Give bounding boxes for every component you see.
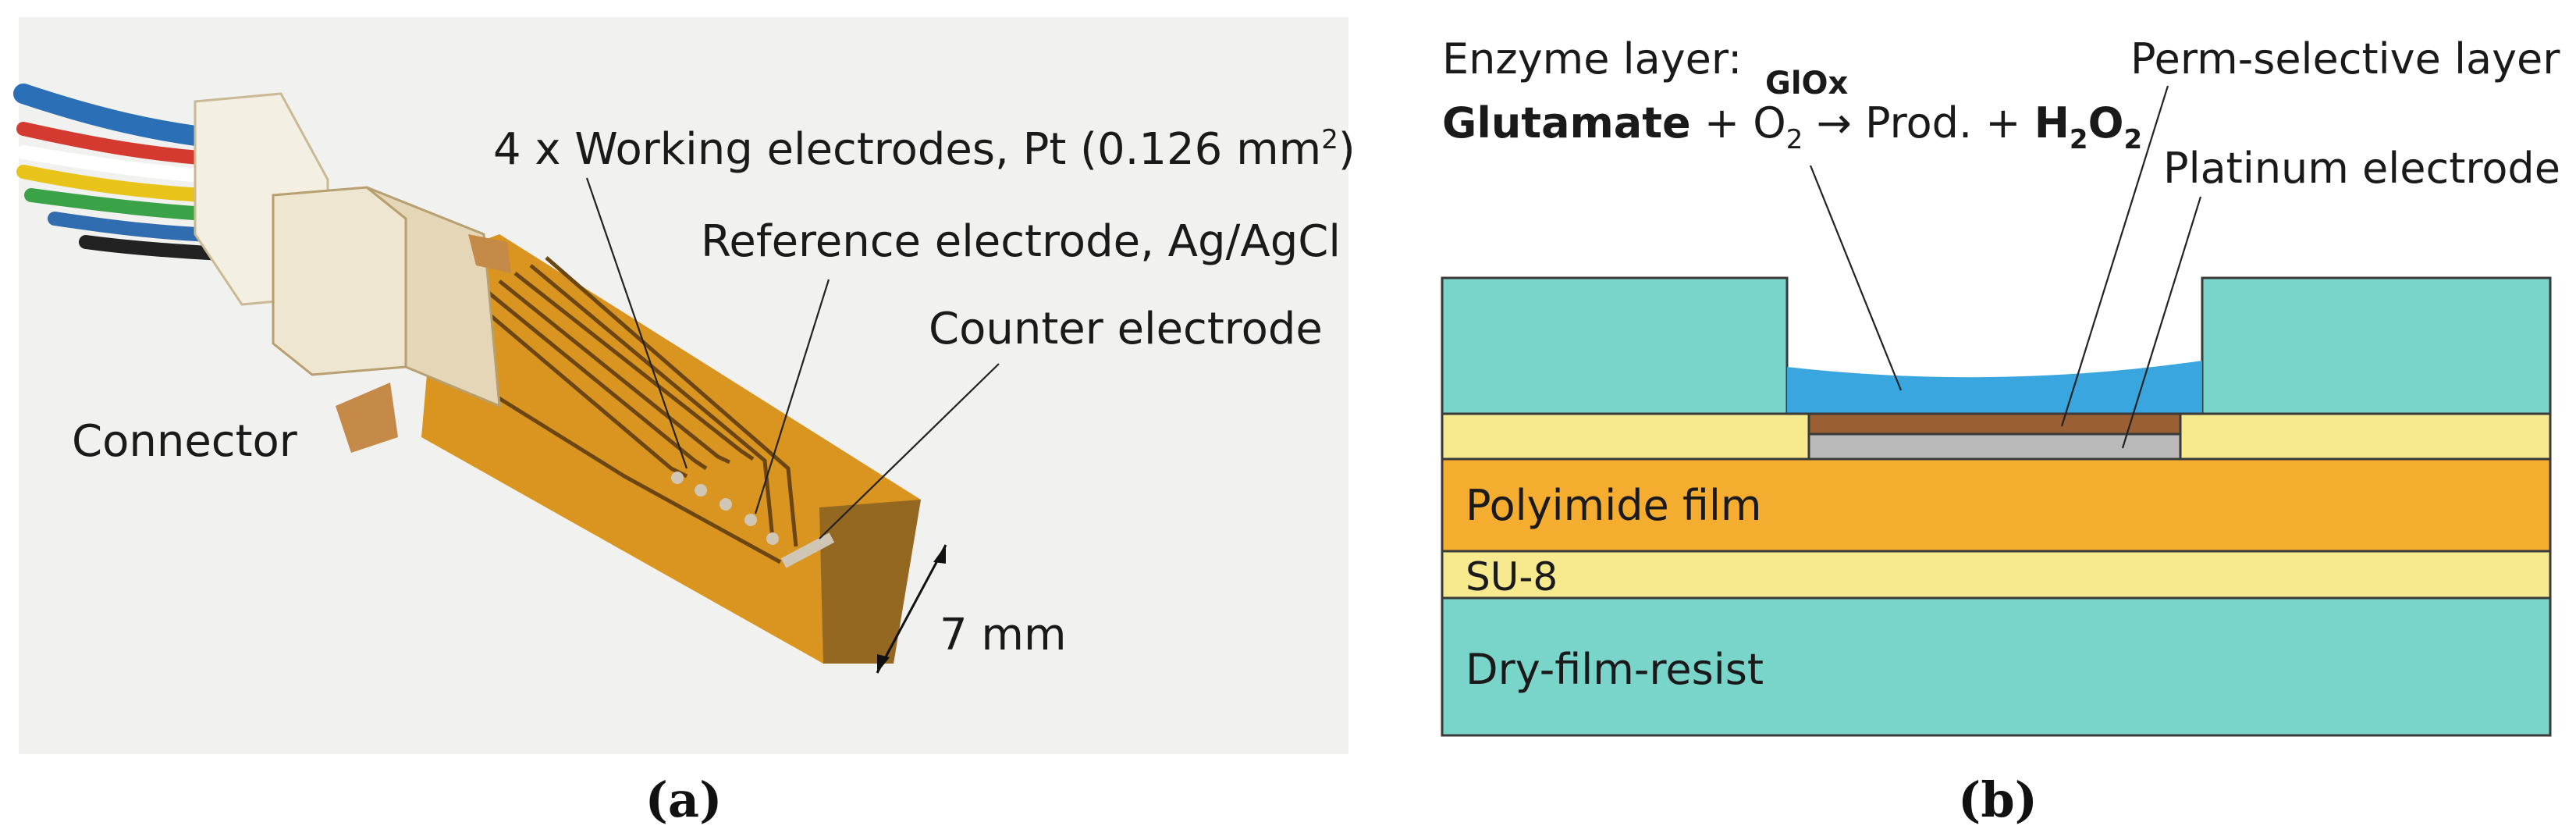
platinum-electrode bbox=[1807, 432, 2182, 461]
label-scale: 7 mm bbox=[940, 610, 1067, 660]
caption-b: (b) bbox=[1958, 771, 2038, 828]
dry-film-resist-layer bbox=[1441, 596, 2552, 737]
flex-substrate bbox=[421, 234, 921, 664]
polyimide-film-layer bbox=[1441, 457, 2552, 553]
enzyme-layer-title: Enzyme layer: bbox=[1442, 34, 1742, 84]
su8-layer bbox=[1441, 550, 2552, 600]
label-dry-film-resist: Dry-film-resist bbox=[1466, 645, 1764, 694]
label-su8: SU-8 bbox=[1466, 554, 1558, 600]
leader-lines bbox=[585, 177, 1000, 539]
label-platinum-electrode: Platinum electrode bbox=[2163, 144, 2560, 193]
reaction-equation: Glutamate + O2 → Prod. + H2O2 bbox=[1442, 98, 2142, 155]
dry-film-resist-top-right bbox=[2201, 276, 2552, 415]
layer-stack bbox=[1441, 276, 2552, 737]
label-perm-selective-layer: Perm-selective layer bbox=[2130, 34, 2560, 84]
label-counter-electrode: Counter electrode bbox=[929, 304, 1323, 354]
panel-a: 4 x Working electrodes, Pt (0.126 mm2) R… bbox=[13, 17, 1356, 828]
label-connector: Connector bbox=[72, 416, 298, 467]
label-reference-electrode: Reference electrode, Ag/AgCl bbox=[701, 216, 1341, 267]
label-polyimide-film: Polyimide film bbox=[1466, 481, 1762, 530]
caption-a: (a) bbox=[645, 771, 723, 828]
label-working-electrodes: 4 x Working electrodes, Pt (0.126 mm2) bbox=[493, 124, 1356, 175]
connector-housing bbox=[194, 92, 511, 453]
panel-b: Enzyme layer: GlOx Glutamate + O2 → Prod… bbox=[1441, 34, 2560, 828]
scale-arrow bbox=[876, 544, 947, 674]
dry-film-resist-top-left bbox=[1441, 276, 1789, 415]
leader-lines-b bbox=[1809, 85, 2202, 449]
enzyme-layer bbox=[1787, 361, 2202, 414]
enzyme-label: GlOx bbox=[1765, 66, 1849, 101]
perm-selective-layer bbox=[1807, 412, 2182, 436]
